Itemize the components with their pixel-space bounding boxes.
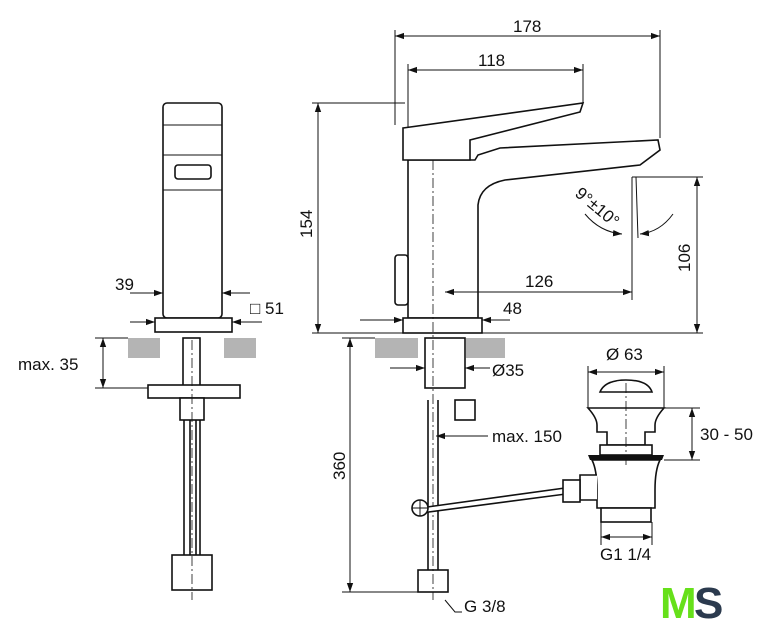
drain-view: Ø 63 30 - 50 G1 1/4 [562, 345, 753, 564]
dim-total-height: 154 [297, 210, 316, 238]
dim-base-depth: 48 [503, 299, 522, 318]
dim-hose-thread: G 3/8 [464, 597, 506, 616]
dim-total-length: 178 [513, 17, 541, 36]
dim-max-counter: max. 35 [18, 355, 78, 374]
dim-spout-reach: 126 [525, 272, 553, 291]
logo-letter-s: S [694, 579, 723, 628]
dim-drain-thread: G1 1/4 [600, 545, 651, 564]
dim-tilt-angle: 9°±10° [571, 184, 623, 232]
dim-body-width: 39 [115, 275, 134, 294]
side-view: 178 118 154 106 126 9°±10° 48 Ø35 360 ma… [297, 17, 703, 616]
dim-plug-range: 30 - 50 [700, 425, 753, 444]
dim-hose-length: 360 [330, 452, 349, 480]
dim-base-square: □ 51 [250, 299, 284, 318]
front-view: 39 □ 51 max. 35 [18, 102, 284, 600]
dim-plug-diameter: Ø 63 [606, 345, 643, 364]
dim-lever-length: 118 [478, 51, 505, 70]
dim-hole-diameter: Ø35 [492, 361, 524, 380]
dim-max-offset: max. 150 [492, 427, 562, 446]
ms-logo: M S [660, 579, 723, 628]
dim-spout-height: 106 [675, 244, 694, 272]
logo-letter-m: M [660, 579, 697, 628]
